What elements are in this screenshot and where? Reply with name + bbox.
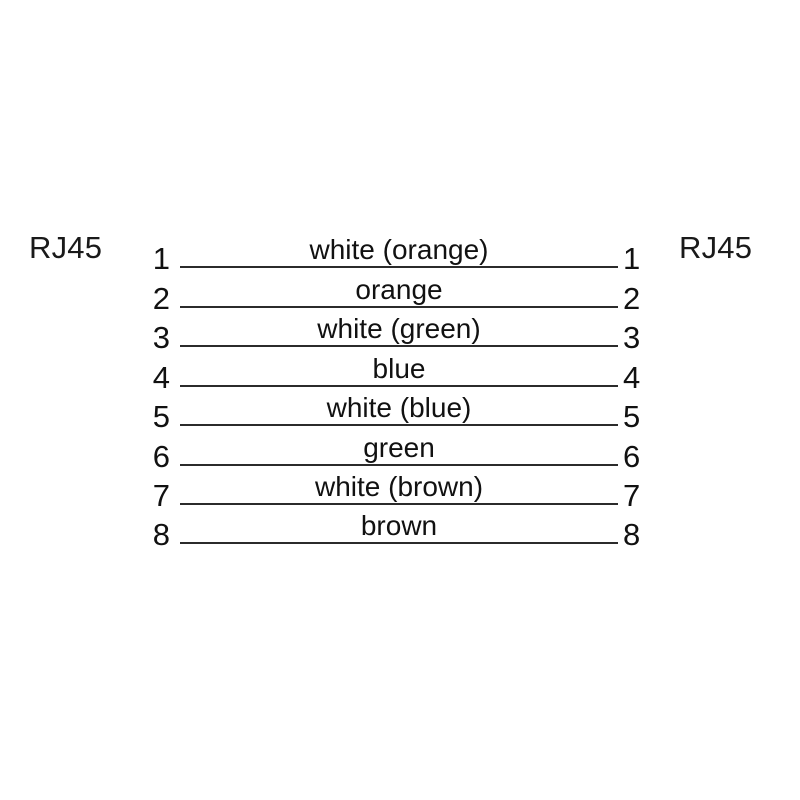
wire-conductor-line (180, 424, 618, 426)
pin-number-left: 6 (152, 438, 170, 474)
wire-conductor-line (180, 542, 618, 544)
wire-conductor-line (180, 503, 618, 505)
wire-color-label: white (blue) (326, 392, 472, 423)
wire-conductor-line (180, 384, 618, 387)
connector-label-right: RJ45 (679, 230, 753, 265)
wire-color-label: orange (355, 273, 443, 305)
pin-number-right: 6 (623, 438, 641, 474)
pin-number-left: 4 (152, 359, 170, 395)
pin-number-right: 4 (623, 359, 641, 395)
pin-number-left: 3 (152, 320, 170, 355)
wire-color-label: brown (360, 510, 438, 541)
wire-color-label: white (brown) (314, 471, 484, 502)
wire-conductor-line (180, 463, 618, 466)
pin-number-left: 1 (152, 241, 170, 276)
pin-number-left: 7 (152, 478, 170, 513)
pin-number-right: 2 (623, 280, 641, 316)
pin-number-right: 1 (623, 241, 641, 276)
wire-conductor-line (180, 305, 618, 308)
pin-number-left: 8 (152, 517, 170, 552)
pin-number-right: 8 (623, 517, 641, 552)
wire-conductor-line (180, 345, 618, 347)
wire-color-label: white (green) (317, 313, 481, 344)
wire-color-label: green (363, 431, 435, 463)
pin-number-right: 3 (623, 320, 641, 355)
wire-color-label: white (orange) (309, 234, 489, 265)
pin-number-left: 2 (152, 280, 170, 316)
wire-color-label: blue (372, 352, 426, 384)
wire-conductor-line (180, 266, 618, 268)
pin-number-right: 5 (623, 399, 641, 434)
pin-number-left: 5 (152, 399, 170, 434)
connector-label-left: RJ45 (29, 230, 103, 265)
pin-number-right: 7 (623, 478, 641, 513)
